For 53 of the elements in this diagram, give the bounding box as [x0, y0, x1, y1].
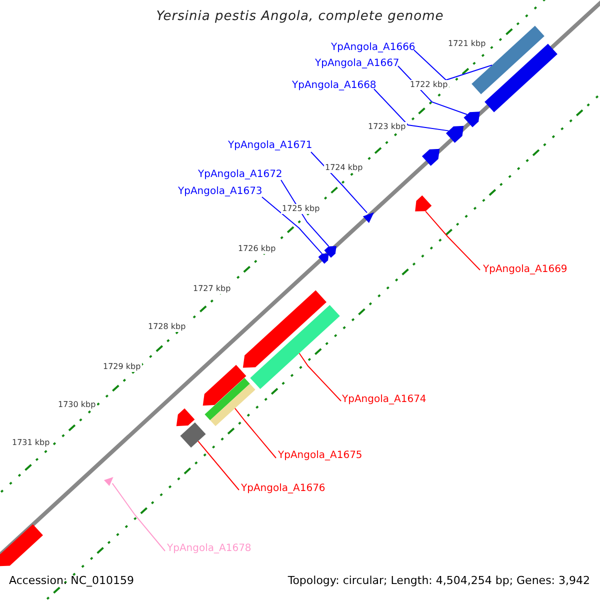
- leader-line: [398, 66, 468, 116]
- gene-block: [0, 524, 43, 566]
- gene-block: [422, 148, 440, 166]
- leader-line: [280, 180, 330, 247]
- gene-marker: [362, 212, 374, 224]
- gene-bar: [204, 378, 256, 426]
- gene-label: YpAngola_A1672: [198, 170, 282, 180]
- diagram-title: Yersinia pestis Angola, complete genome: [155, 10, 445, 23]
- scale-label: 1728 kbp: [147, 322, 187, 332]
- gene-block: [318, 254, 329, 264]
- gene-label: YpAngola_A1676: [241, 484, 326, 494]
- leader-line: [414, 50, 492, 81]
- gene-block: [446, 126, 464, 143]
- gene-bar: [250, 305, 340, 389]
- leader-line: [234, 408, 276, 458]
- leader-line: [298, 352, 342, 402]
- gene-block: [324, 246, 336, 258]
- leader-line: [112, 482, 166, 552]
- gene-label: YpAngola_A1678: [167, 544, 252, 554]
- leader-line: [310, 152, 368, 214]
- scale-label: 1731 kbp: [11, 438, 51, 448]
- scale-label: 1722 kbp: [409, 80, 449, 90]
- scale-label: 1725 kbp: [281, 204, 321, 214]
- gene-block: [202, 364, 246, 406]
- genome-summary-text: Topology: circular; Length: 4,504,254 bp; Genes: 3,942: [288, 575, 590, 586]
- gene-block: [242, 290, 326, 368]
- scale-label: 1726 kbp: [237, 244, 277, 254]
- leader-line: [198, 440, 240, 490]
- scale-label: 1721 kbp: [447, 39, 487, 49]
- gene-label: YpAngola_A1667: [315, 59, 400, 69]
- gene-label: YpAngola_A1674: [342, 395, 426, 405]
- gene-block: [176, 408, 195, 426]
- scale-label: 1729 kbp: [102, 362, 142, 372]
- gene-block: [464, 112, 480, 128]
- gene-label: YpAngola_A1671: [228, 141, 312, 151]
- gene-label: YpAngola_A1673: [178, 187, 262, 197]
- scale-label: 1727 kbp: [192, 284, 232, 294]
- gene-block: [415, 195, 432, 212]
- scale-label: 1730 kbp: [57, 400, 97, 410]
- gene-label: YpAngola_A1668: [292, 81, 376, 91]
- leader-line: [262, 196, 322, 254]
- gene-bar: [472, 26, 544, 94]
- gene-label: YpAngola_A1669: [483, 265, 568, 275]
- accession-text: Accession: NC_010159: [9, 575, 134, 586]
- gene-bar: [484, 44, 558, 112]
- gene-label: YpAngola_A1666: [331, 43, 416, 53]
- gene-block: [180, 422, 206, 448]
- leader-line: [374, 88, 450, 132]
- gene-label: YpAngola_A1675: [278, 451, 362, 461]
- scale-label: 1723 kbp: [367, 122, 407, 132]
- scale-label: 1724 kbp: [324, 163, 364, 173]
- leader-line: [425, 210, 480, 270]
- gene-marker: [104, 476, 114, 486]
